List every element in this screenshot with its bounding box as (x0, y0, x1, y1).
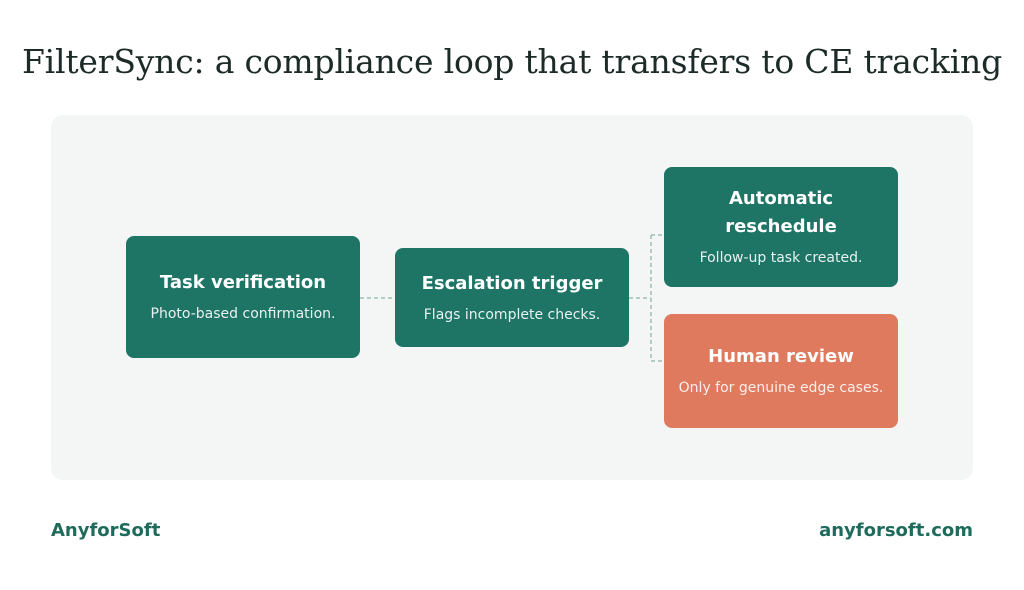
node-title: Escalation trigger (421, 272, 603, 294)
node-task-verification: Task verification Photo-based confirmati… (126, 236, 360, 358)
node-escalation-trigger: Escalation trigger Flags incomplete chec… (395, 248, 629, 347)
node-description: Flags incomplete checks. (423, 306, 601, 323)
page-title: FilterSync: a compliance loop that trans… (21, 42, 1003, 81)
node-title: Task verification (159, 272, 327, 293)
node-automatic-reschedule: Automatic reschedule Follow-up task crea… (664, 167, 898, 287)
node-title: Human review (708, 346, 854, 367)
node-description: Follow-up task created. (699, 250, 863, 266)
node-title: Automatic reschedule (725, 188, 837, 237)
node-description: Only for genuine edge cases. (678, 380, 884, 396)
node-description: Photo-based confirmation. (150, 306, 336, 322)
brand-name: AnyforSoft (51, 520, 161, 541)
website-link[interactable]: anyforsoft.com (819, 520, 973, 541)
node-human-review: Human review Only for genuine edge cases… (664, 314, 898, 428)
